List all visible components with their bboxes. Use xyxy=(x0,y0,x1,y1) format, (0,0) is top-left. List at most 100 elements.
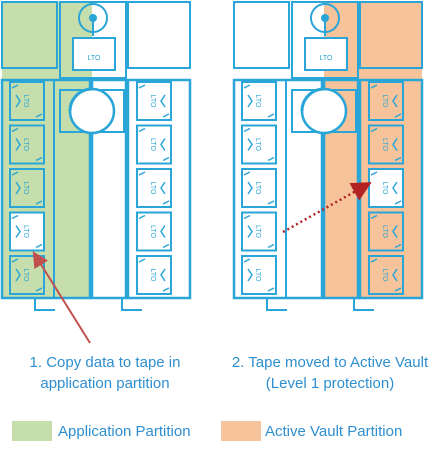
cartridge-corner xyxy=(138,214,170,249)
lto-cartridge-icon: LTO xyxy=(9,81,45,121)
cartridge-corner xyxy=(370,171,402,205)
cartridge-label: LTO xyxy=(254,269,261,283)
cartridge-frame xyxy=(241,255,277,295)
cartridge-label: LTO xyxy=(381,182,388,196)
drive-cartridge-frame xyxy=(72,37,116,71)
copy-arrow xyxy=(32,251,91,344)
cartridge-frame xyxy=(368,81,404,121)
cartridge-label: LTO xyxy=(149,138,156,152)
top-left-bay xyxy=(233,1,290,69)
cartridge-notch xyxy=(15,181,21,195)
cartridge-corner xyxy=(243,258,275,292)
lto-cartridge-icon: LTO xyxy=(136,255,172,295)
cartridge-notch xyxy=(160,138,166,151)
cartridge-label: LTO xyxy=(254,95,261,109)
lto-cartridge-icon: LTO xyxy=(9,168,45,208)
cartridge-frame xyxy=(9,81,45,121)
picker-arc xyxy=(300,87,325,112)
cartridge-label: LTO xyxy=(149,182,156,196)
lto-cartridge-icon: LTO xyxy=(136,168,172,208)
right-slot-column xyxy=(126,78,192,300)
cartridge-notch xyxy=(392,181,398,195)
right-caption-line-1: 2. Tape moved to Active Vault xyxy=(231,354,429,371)
cartridge-notch xyxy=(160,94,166,108)
drive-cartridge: LTO xyxy=(304,37,348,71)
active-vault-partition-swatch xyxy=(221,421,261,441)
cartridge-frame xyxy=(136,168,172,208)
cartridge-notch xyxy=(247,138,253,151)
cartridge-frame xyxy=(136,124,172,165)
cartridge-frame xyxy=(136,255,172,295)
cartridge-label: LTO xyxy=(149,225,156,239)
cartridge-corner xyxy=(11,214,43,249)
cartridge-corner xyxy=(243,214,275,249)
cartridge-corner xyxy=(370,127,402,162)
picker-arc xyxy=(68,87,93,112)
drive-cartridge-label: LTO xyxy=(320,55,334,62)
cartridge-frame xyxy=(241,81,277,121)
application-partition-label: Application Partition xyxy=(58,423,191,440)
right-foot xyxy=(121,298,142,311)
lto-cartridge-icon: LTO xyxy=(136,81,172,121)
cartridge-frame xyxy=(9,211,45,252)
cartridge-corner xyxy=(11,171,43,205)
cartridge-frame xyxy=(368,211,404,252)
lto-cartridge-icon: LTO xyxy=(368,168,404,208)
cartridge-frame xyxy=(136,211,172,252)
cartridge-label: LTO xyxy=(149,269,156,283)
cartridge-corner xyxy=(243,127,275,162)
lto-cartridge-icon: LTO xyxy=(241,211,277,252)
lto-cartridge-icon: LTO xyxy=(368,211,404,252)
cartridge-notch xyxy=(392,94,398,108)
lto-cartridge-icon: LTO xyxy=(9,211,45,252)
lto-cartridge-icon: LTO xyxy=(9,124,45,165)
cartridge-corner xyxy=(243,171,275,205)
lto-cartridge-icon: LTO xyxy=(241,124,277,165)
cartridge-notch xyxy=(247,268,253,282)
cartridge-notch xyxy=(15,268,21,282)
cartridge-corner xyxy=(138,127,170,162)
left-caption-line-1: 1. Copy data to tape in xyxy=(29,354,181,371)
cartridge-notch xyxy=(15,225,21,238)
drive-cartridge-label: LTO xyxy=(88,55,102,62)
cartridge-label: LTO xyxy=(254,225,261,239)
cartridge-corner xyxy=(370,214,402,249)
cartridge-notch xyxy=(392,138,398,151)
cartridge-corner xyxy=(11,127,43,162)
robot-column xyxy=(90,78,128,300)
lto-cartridge-icon: LTO xyxy=(368,255,404,295)
cartridge-frame xyxy=(368,255,404,295)
cartridge-notch xyxy=(392,225,398,238)
cartridge-corner xyxy=(138,171,170,205)
cartridge-corner xyxy=(11,258,43,292)
cartridge-notch xyxy=(160,181,166,195)
cartridge-label: LTO xyxy=(381,269,388,283)
cartridge-frame xyxy=(241,168,277,208)
cartridge-corner xyxy=(243,84,275,118)
cartridge-frame xyxy=(368,124,404,165)
top-right-bay xyxy=(359,1,423,69)
cartridge-label: LTO xyxy=(22,138,29,152)
cartridge-label: LTO xyxy=(22,95,29,109)
lto-cartridge-icon: LTO xyxy=(241,255,277,295)
cartridge-frame xyxy=(241,124,277,165)
cartridge-corner xyxy=(11,84,43,118)
cartridge-label: LTO xyxy=(381,138,388,152)
drive-cartridge: LTO xyxy=(72,37,116,71)
cartridge-corner xyxy=(370,84,402,118)
cartridge-notch xyxy=(160,225,166,238)
cartridge-notch xyxy=(15,138,21,151)
drive-bay xyxy=(59,1,127,79)
lto-cartridge-icon: LTO xyxy=(368,124,404,165)
left-slot-column xyxy=(0,78,92,300)
cartridge-notch xyxy=(160,268,166,282)
top-left-bay xyxy=(1,1,58,69)
cartridge-corner xyxy=(138,84,170,118)
cartridge-notch xyxy=(247,181,253,195)
application-partition-swatch xyxy=(12,421,52,441)
lto-cartridge-icon: LTO xyxy=(136,124,172,165)
lto-cartridge-icon: LTO xyxy=(368,81,404,121)
top-right-bay xyxy=(127,1,191,69)
